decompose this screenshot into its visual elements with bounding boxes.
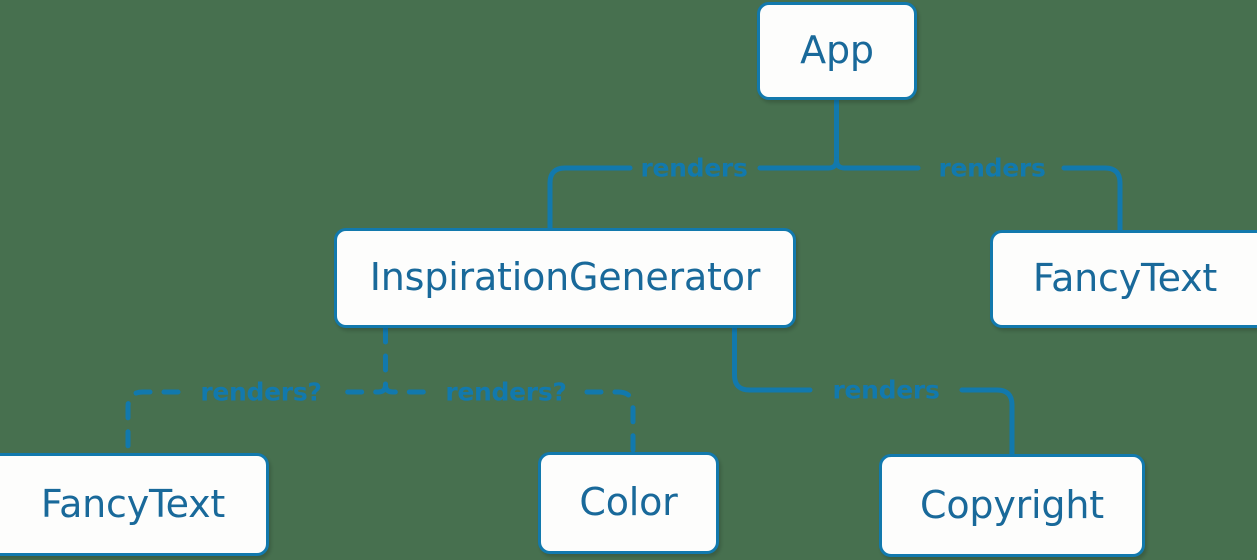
edge-label-app-to-inspiration-generator: renders [640, 153, 748, 183]
edge-label-app-to-fancytext-right: renders [938, 153, 1046, 183]
node-inspiration-generator[interactable]: InspirationGenerator [334, 228, 796, 328]
node-app[interactable]: App [757, 2, 917, 100]
edge-label-inspiration-to-color: renders? [445, 377, 567, 407]
edge-inspiration-to-copyright [732, 325, 1015, 459]
node-fancytext-bottom[interactable]: FancyText [0, 453, 269, 556]
node-app-label: App [800, 28, 874, 72]
node-fancytext-bottom-label: FancyText [40, 481, 226, 526]
node-color-label: Color [579, 480, 678, 524]
node-copyright-label: Copyright [920, 482, 1104, 527]
edge-label-inspiration-to-fancytext-bottom: renders? [200, 377, 322, 407]
edge-inspiration-to-color [383, 382, 636, 457]
edge-label-inspiration-to-copyright: renders [832, 375, 940, 405]
edge-app-to-fancytext-right [834, 157, 1123, 235]
node-copyright[interactable]: Copyright [879, 454, 1145, 557]
node-fancytext-right-label: FancyText [1032, 256, 1218, 300]
node-fancytext-right[interactable]: FancyText [990, 230, 1257, 328]
node-color[interactable]: Color [538, 452, 719, 554]
node-inspiration-generator-label: InspirationGenerator [369, 255, 761, 299]
